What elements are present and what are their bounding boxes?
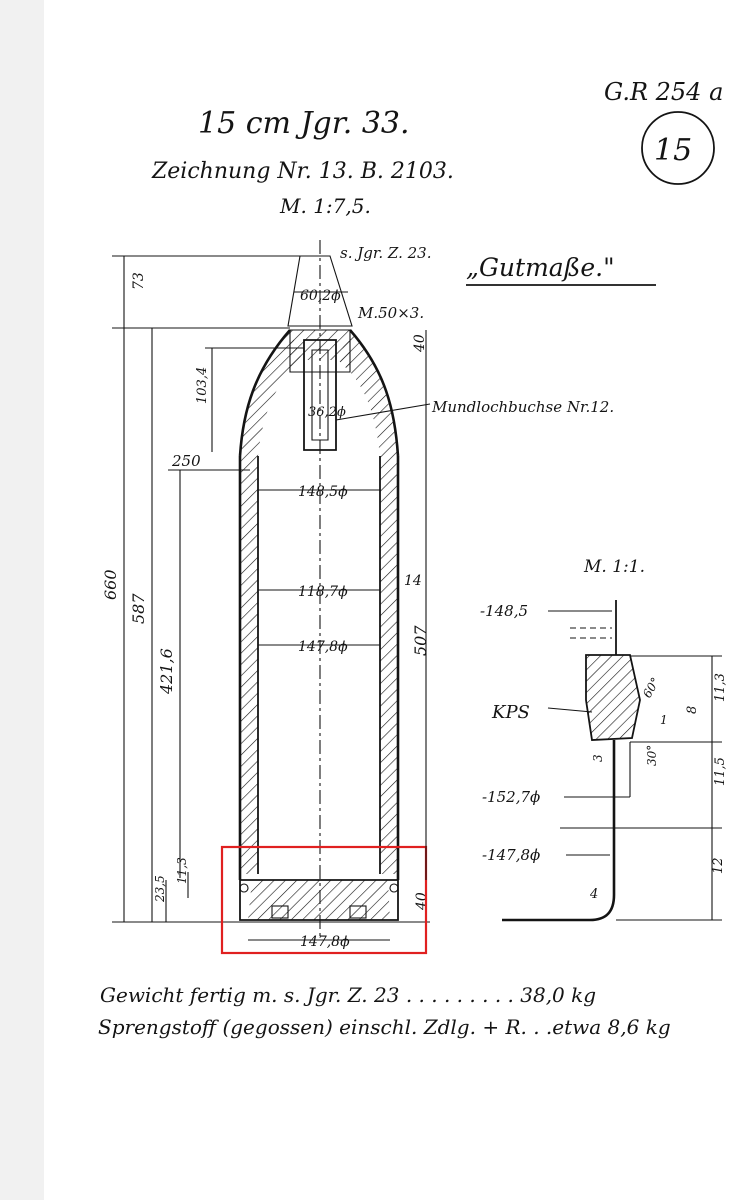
- dim-250: 250: [171, 452, 201, 470]
- explosive-line: Sprengstoff (gegossen) einschl. Zdlg. + …: [98, 1015, 671, 1039]
- detail-d12: 12: [711, 857, 726, 874]
- base-plug: [248, 880, 390, 920]
- nose-ring-outline: [289, 329, 351, 373]
- detail-d30: 30°: [645, 745, 659, 766]
- detail-11-3: 11,3: [713, 673, 728, 702]
- page-number: 15: [654, 133, 692, 168]
- mouth-bush-inner: [311, 349, 329, 441]
- fuze-label: s. Jgr. Z. 23.: [340, 244, 431, 262]
- detail-scale-label: M. 1:1.: [583, 557, 645, 577]
- detail-d1: 1: [660, 713, 668, 727]
- reference-code: G.R 254 a: [604, 78, 723, 106]
- dim-587: 587: [129, 593, 148, 624]
- bush-leader: [335, 403, 431, 421]
- mouth-bush: [303, 339, 337, 451]
- detail-147-8: -147,8ϕ: [482, 846, 540, 864]
- detail-d8: 8: [685, 706, 700, 714]
- driving-band-right: [389, 883, 399, 893]
- base-plug-outline: [239, 879, 399, 921]
- detail-band: [586, 655, 640, 740]
- dim-40-top: 40: [412, 334, 428, 353]
- dim-421: 421,6: [157, 648, 176, 695]
- fuze-outline: [287, 255, 353, 327]
- detail-152-7: -152,7ϕ: [482, 788, 540, 806]
- drawing-number: Zeichnung Nr. 13. B. 2103.: [151, 159, 454, 184]
- dim-118: 118,7ϕ: [298, 584, 348, 600]
- ogive-wall-left: [240, 330, 302, 456]
- title: 15 cm Jgr. 33.: [198, 106, 410, 141]
- ogive-wall-right: [338, 330, 398, 456]
- detail-kps: KPS: [491, 702, 530, 723]
- dim-147-8-mid: 147,8ϕ: [298, 639, 348, 655]
- detail-148-5: -148,5: [480, 602, 528, 620]
- weight-line: Gewicht fertig m. s. Jgr. Z. 23 . . . . …: [100, 983, 596, 1007]
- nose-dim: 60,2ϕ: [300, 288, 341, 304]
- detail-d4: 4: [589, 887, 598, 902]
- detail-kps-leader: [547, 707, 593, 713]
- thread-label: M.50×3.: [357, 304, 424, 322]
- subtitle: „Gutmaße.": [466, 253, 615, 282]
- dim-73: 73: [131, 272, 147, 290]
- dim-147-8-base: 147,8ϕ: [300, 934, 350, 950]
- dim-148-5: 148,5ϕ: [298, 484, 348, 500]
- detail-d3: 3: [591, 754, 605, 762]
- base-slot-left: [271, 905, 289, 919]
- base-slot-right: [349, 905, 367, 919]
- page-number-circle: [641, 111, 715, 185]
- detail-angle: 60°: [640, 675, 663, 700]
- left-margin-strip: [0, 0, 44, 1200]
- body-wall-right: [380, 456, 398, 874]
- highlight-box: [220, 845, 428, 955]
- dim-103: 103,4: [195, 367, 210, 404]
- dim-660: 660: [101, 569, 120, 600]
- scale-label: M. 1:7,5.: [279, 194, 371, 218]
- detail-band-outline: [585, 654, 641, 741]
- detail-base-corner: [502, 740, 616, 922]
- dim-507: 507: [411, 625, 430, 656]
- dim-23-5: 23,5: [153, 875, 167, 903]
- detail-11-5: 11,5: [713, 757, 728, 786]
- dim-11-3: 11,3: [175, 857, 189, 884]
- mouth-bush-label: Mundlochbuchse Nr.12.: [431, 398, 614, 416]
- body-wall-left: [240, 456, 258, 874]
- dim-14: 14: [404, 573, 422, 589]
- bush-dim: 36,2ϕ: [308, 405, 346, 420]
- dim-40-base: 40: [414, 892, 430, 911]
- driving-band-left: [239, 883, 249, 893]
